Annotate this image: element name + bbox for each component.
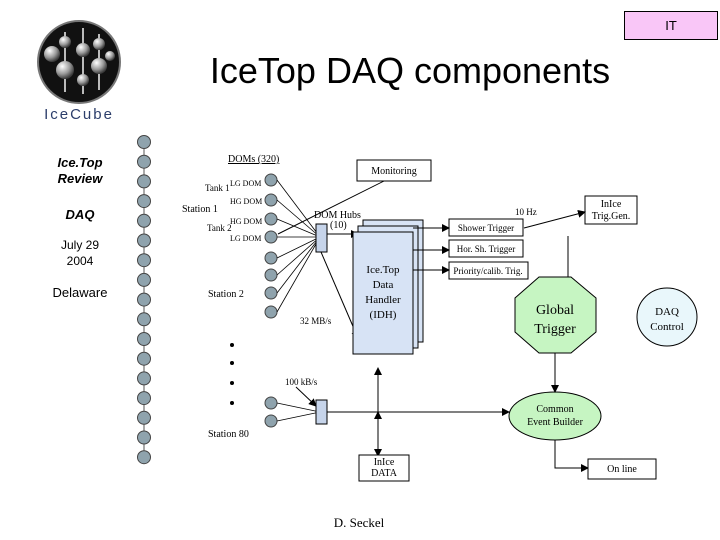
- dom-circle: [264, 193, 278, 207]
- dom-circle: [264, 286, 278, 300]
- monitoring-box: [356, 159, 432, 182]
- dom-circle: [264, 268, 278, 282]
- node-group: [137, 135, 151, 465]
- node-circle: [137, 194, 151, 209]
- lg-dom-label-2: LG DOM: [230, 234, 261, 243]
- node-circle: [137, 233, 151, 248]
- daq-control-line1: DAQ: [655, 306, 679, 318]
- fan-lines: [276, 179, 321, 422]
- lg-dom-label-1: LG DOM: [230, 179, 261, 188]
- dom-hub-top: [315, 223, 328, 253]
- node-circle: [137, 332, 151, 346]
- ceb-line2: Event Builder: [527, 417, 583, 428]
- node-circle: [137, 253, 151, 268]
- node-circle: [137, 292, 151, 307]
- idh-line4: (IDH): [370, 309, 397, 321]
- global-trigger-line1: Global: [536, 303, 574, 318]
- hg-dom-label-2: HG DOM: [230, 217, 262, 226]
- priority-trigger-label: Priority/calib. Trig.: [453, 266, 522, 276]
- inice-trig-gen-box: [584, 195, 638, 225]
- station80-label: Station 80: [208, 429, 249, 440]
- tank2-label: Tank 2: [207, 223, 232, 233]
- rate-100-label: 100 kB/s: [285, 377, 318, 387]
- node-circle: [137, 272, 151, 287]
- station1-doms: [264, 173, 278, 244]
- idh-line3: Handler: [365, 294, 401, 306]
- icecube-logo: IceCube: [34, 20, 124, 124]
- idh-line2: Data: [373, 279, 394, 291]
- dom-hub-bottom: [315, 399, 328, 425]
- online-box: [587, 458, 657, 480]
- sidebar-place: Delaware: [52, 285, 108, 300]
- idh-box: [352, 231, 414, 355]
- ellipsis-dots: [230, 343, 234, 405]
- inice-trig-line2: Trig.Gen.: [592, 211, 631, 222]
- node-circle: [137, 430, 151, 445]
- dom-circle: [264, 305, 278, 319]
- node-circle: [137, 371, 151, 386]
- rate-32-label: 32 MB/s: [300, 316, 332, 326]
- dom-circle: [264, 212, 278, 226]
- ceb-line1: Common: [536, 404, 573, 415]
- it-tag: IT: [624, 11, 718, 40]
- node-circle: [137, 154, 151, 169]
- node-circle: [137, 410, 151, 425]
- daq-control-line2: Control: [650, 321, 684, 333]
- station80-doms: [264, 396, 278, 428]
- node-circle: [137, 135, 151, 149]
- rate-10hz-label: 10 Hz: [515, 207, 537, 217]
- sidebar-date-line1: July 29: [60, 238, 100, 252]
- logo-text: IceCube: [44, 106, 114, 123]
- station1-label: Station 1: [182, 204, 218, 215]
- node-circle: [137, 174, 151, 189]
- dom-hubs-count: (10): [330, 220, 347, 231]
- station2-doms: [264, 251, 278, 319]
- global-trigger-line2: Trigger: [534, 322, 576, 337]
- dom-circle: [264, 173, 278, 187]
- daq-control-ellipse: [636, 287, 698, 347]
- node-circle: [137, 391, 151, 406]
- page-title: IceTop DAQ components: [209, 50, 611, 91]
- station2-label: Station 2: [208, 289, 244, 300]
- node-circle: [137, 351, 151, 366]
- inice-data-line1: InIce: [374, 457, 395, 468]
- sidebar-date-line2: 2004: [66, 254, 94, 268]
- ceb-ellipse: [508, 391, 602, 441]
- node-circle: [137, 213, 151, 228]
- sidebar-section: DAQ: [65, 207, 95, 222]
- idh-line1: Ice.Top: [366, 264, 400, 276]
- doms-label: DOMs (320): [228, 154, 279, 165]
- global-trigger-octagon: [514, 276, 597, 354]
- inice-data-box: [358, 454, 410, 482]
- shower-trigger-label: Shower Trigger: [458, 223, 514, 233]
- dom-hubs-label: DOM Hubs: [314, 210, 361, 221]
- tank1-label: Tank 1: [205, 183, 230, 193]
- dom-circle: [264, 414, 278, 428]
- inice-data-line2: DATA: [371, 468, 398, 479]
- dom-circle: [264, 396, 278, 410]
- sidebar-line1: Ice.Top: [57, 155, 103, 170]
- dom-circle: [264, 251, 278, 265]
- node-circle: [137, 450, 151, 465]
- node-circle: [137, 312, 151, 327]
- online-label: On line: [607, 464, 637, 475]
- hg-dom-label-1: HG DOM: [230, 197, 262, 206]
- monitoring-label: Monitoring: [371, 166, 417, 177]
- hor-trigger-label: Hor. Sh. Trigger: [457, 244, 516, 254]
- node-column: [137, 135, 151, 465]
- dom-circle: [264, 230, 278, 244]
- inice-trig-line1: InIce: [601, 199, 622, 210]
- sidebar-line2: Review: [57, 171, 103, 186]
- author-label: D. Seckel: [334, 515, 385, 530]
